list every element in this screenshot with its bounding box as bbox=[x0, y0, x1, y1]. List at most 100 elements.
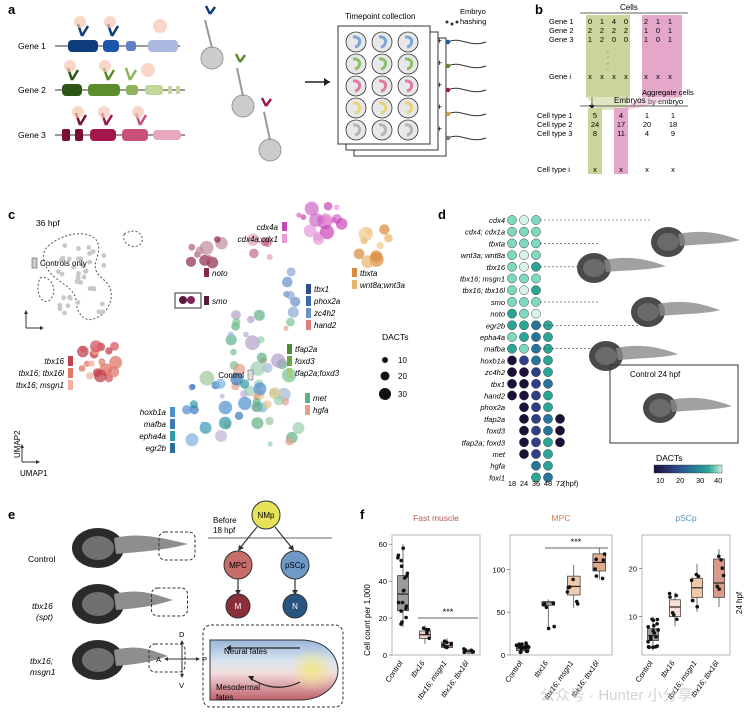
data-point bbox=[442, 639, 447, 643]
dotplot-dot bbox=[507, 297, 517, 307]
boxplot-title: Fast muscle bbox=[413, 513, 459, 523]
dotplot-dot bbox=[519, 449, 529, 459]
data-point bbox=[565, 590, 570, 594]
dotplot-x-tick: 36 bbox=[532, 479, 540, 488]
umap-cell-dot bbox=[238, 396, 252, 411]
gene-row-label: Gene 2 bbox=[549, 26, 574, 35]
data-point bbox=[646, 625, 650, 629]
umap-cell-dot bbox=[300, 214, 307, 221]
dotplot-dots bbox=[507, 215, 650, 483]
dotplot-dot bbox=[507, 320, 517, 331]
tbx16-label-1: tbx16 bbox=[44, 357, 64, 366]
dotplot-dot bbox=[531, 332, 541, 342]
umap-cell-dot bbox=[185, 256, 197, 267]
control-cell-dot bbox=[67, 294, 72, 300]
dacts-size-10: 10 bbox=[398, 356, 407, 365]
data-point bbox=[404, 604, 409, 608]
x-category-label: Control bbox=[633, 659, 654, 684]
well bbox=[397, 53, 419, 75]
dotplot-dot bbox=[531, 238, 541, 249]
data-point bbox=[525, 643, 529, 648]
tbx16-dot bbox=[83, 360, 91, 367]
dotplot-dot bbox=[531, 250, 541, 260]
dotplot-dot bbox=[507, 343, 517, 354]
celltype-count-cell: 11 bbox=[617, 129, 625, 138]
tfap2a-label: tfap2a bbox=[295, 345, 318, 354]
control-cell-dot bbox=[83, 268, 89, 274]
y-tick-label: 20 bbox=[379, 614, 387, 623]
gene-count-cell: 1 bbox=[644, 26, 648, 35]
gene-count-cell: 1 bbox=[656, 17, 660, 26]
embryo-yolk-inner bbox=[595, 347, 617, 365]
data-point bbox=[646, 645, 651, 649]
data-point bbox=[691, 598, 695, 603]
axis-a: A bbox=[156, 655, 161, 664]
umap-cell-dot bbox=[230, 348, 237, 356]
control-cell-dot bbox=[71, 264, 76, 270]
cdx4a-cdx1-label: cdx4a;cdx1 bbox=[238, 235, 278, 244]
data-point bbox=[656, 628, 660, 632]
hash-oligo-dot bbox=[445, 87, 451, 93]
celltype-count-cell: 17 bbox=[617, 120, 625, 129]
embryo-tail bbox=[114, 591, 173, 610]
foxd3-label: foxd3 bbox=[295, 357, 315, 366]
dotplot-dot bbox=[507, 332, 517, 342]
dotplot-dot bbox=[507, 308, 517, 319]
dotplot-dot bbox=[519, 332, 529, 342]
gene-count-cell: 1 bbox=[668, 26, 672, 35]
f-ylabel: Cell count per 1,000 bbox=[363, 584, 372, 656]
embryo-tail bbox=[616, 345, 678, 360]
sig-stars: *** bbox=[443, 607, 454, 617]
umap-cell-dot bbox=[230, 372, 244, 386]
well bbox=[371, 31, 393, 53]
dotplot-dot bbox=[507, 367, 517, 377]
gene-count-cell: x bbox=[600, 72, 604, 81]
well-embryo bbox=[404, 57, 414, 71]
umap-cell-dot bbox=[262, 400, 272, 409]
dotplot-dot bbox=[519, 273, 529, 284]
tbx16-dot bbox=[108, 366, 120, 378]
y-tick-label: 40 bbox=[379, 577, 387, 586]
gene-row-label: Gene 1 bbox=[549, 17, 574, 26]
embryos-title: Embryos bbox=[614, 96, 646, 105]
tbx16-dot bbox=[90, 340, 103, 353]
umap-cell-dot bbox=[273, 395, 284, 406]
dotplot-dot bbox=[555, 414, 565, 424]
umap-cell-dot bbox=[286, 317, 295, 327]
dotplot-gene-label: foxi1 bbox=[489, 473, 505, 482]
hash-oligo-line bbox=[447, 39, 487, 45]
umap-cell-dot bbox=[225, 334, 237, 346]
dotplot-dot bbox=[519, 320, 529, 331]
well bbox=[371, 119, 393, 141]
tbx16-dot bbox=[86, 372, 94, 380]
umap-cell-dot bbox=[245, 335, 260, 351]
dotplot-dot bbox=[531, 343, 541, 354]
dotplot-dot bbox=[543, 460, 553, 471]
data-point bbox=[593, 567, 597, 571]
well bbox=[345, 53, 367, 75]
box bbox=[647, 628, 659, 641]
dotplot-dot bbox=[507, 215, 517, 225]
data-point bbox=[571, 577, 575, 582]
data-point bbox=[717, 587, 721, 591]
panel-letter-b: b bbox=[535, 2, 543, 17]
m-node-label: M bbox=[235, 602, 242, 611]
umap-cell-dot bbox=[265, 416, 274, 426]
x-category-label: tbx16 bbox=[409, 658, 427, 679]
data-point bbox=[544, 605, 549, 610]
dotplot-dot bbox=[531, 273, 541, 284]
well-embryo bbox=[378, 35, 388, 49]
dacts-size-legend-title: DACTs bbox=[382, 332, 408, 342]
umap-cell-dot bbox=[335, 218, 348, 230]
data-point bbox=[401, 546, 406, 550]
umap-cell-dot bbox=[182, 405, 192, 415]
dotplot-dot bbox=[507, 355, 517, 366]
dotplot-dot bbox=[519, 367, 529, 377]
neural-fates-label: Neural fates bbox=[224, 647, 267, 656]
dotplot-dot bbox=[531, 297, 541, 307]
embryo-yolk-inner bbox=[649, 399, 671, 417]
axis-v: V bbox=[179, 681, 184, 690]
umap-cell-dot bbox=[188, 243, 196, 251]
